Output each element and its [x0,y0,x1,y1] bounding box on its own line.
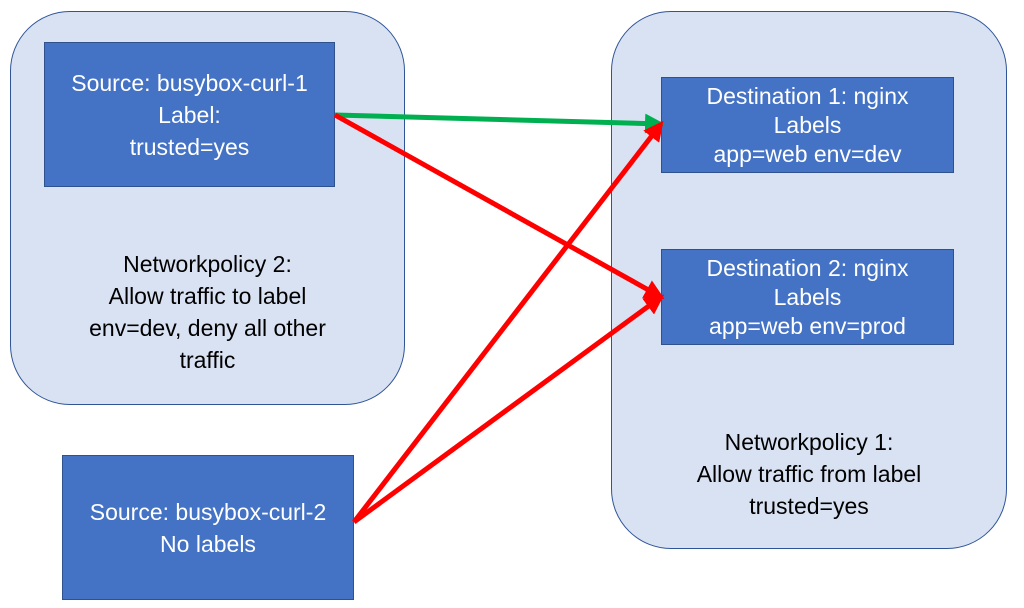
node-text-line: app=web env=prod [709,312,906,339]
arrow-source2-to-dest2 [352,294,665,525]
policy-text-line: Networkpolicy 2: [123,251,292,277]
policy-text-line: Allow traffic from label [696,461,922,487]
policy-text-line: trusted=yes [749,493,869,519]
policy-text-line: Allow traffic to label [108,283,307,309]
policy-text-line: Networkpolicy 1: [724,429,894,455]
networkpolicy-2-text: Networkpolicy 2: Allow traffic to label … [20,248,395,376]
destination-1-nginx-node: Destination 1: nginx Labels app=web env=… [661,77,954,173]
node-text-line: Label: [158,101,221,128]
node-text-line: trusted=yes [129,133,250,160]
policy-text-line: env=dev, deny all other [89,315,326,341]
node-text-line: Destination 2: nginx [706,254,909,281]
node-text-line: Source: busybox-curl-1 [71,69,308,96]
destination-2-nginx-node: Destination 2: nginx Labels app=web env=… [661,249,954,345]
source-busybox-curl-2-node: Source: busybox-curl-2 No labels [62,455,354,600]
arrow-source1-to-dest1 [334,112,665,134]
networkpolicy-1-text: Networkpolicy 1: Allow traffic from labe… [621,426,997,522]
node-text-line: No labels [160,530,256,557]
policy-text-line: traffic [179,347,236,373]
node-text-line: Labels [773,283,842,310]
node-text-line: app=web env=dev [713,140,902,167]
arrow-source1-to-dest2 [333,112,665,300]
node-text-line: Destination 1: nginx [706,82,909,109]
arrow-source2-to-dest1 [352,120,664,524]
node-text-line: Labels [773,111,842,138]
source-busybox-curl-1-node: Source: busybox-curl-1 Label: trusted=ye… [44,42,335,187]
node-text-line: Source: busybox-curl-2 [89,498,327,525]
